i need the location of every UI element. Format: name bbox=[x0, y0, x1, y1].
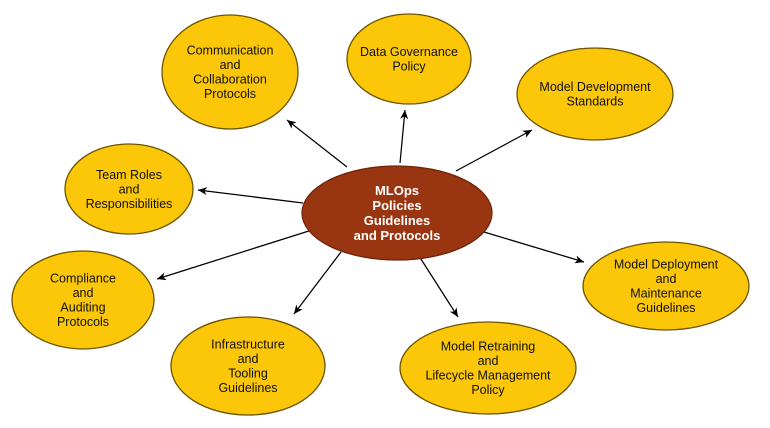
node-ellipse-model-development-standards bbox=[516, 47, 674, 141]
node-ellipse-compliance-and-auditing-protocols bbox=[11, 250, 155, 350]
node-ellipse-infrastructure-and-tooling-guidelines bbox=[170, 316, 326, 416]
arrow-team-roles-and-responsibilities bbox=[197, 187, 304, 204]
arrow-infrastructure-and-tooling-guidelines bbox=[293, 251, 342, 315]
arrow-compliance-and-auditing-protocols bbox=[156, 229, 313, 281]
arrow-communication-and-collaboration-protocols bbox=[286, 119, 348, 168]
arrow-model-retraining-and-lifecycle-management-policy bbox=[418, 255, 459, 318]
arrow-model-deployment-and-maintenance-guidelines bbox=[483, 231, 585, 264]
node-ellipse-communication-and-collaboration-protocols bbox=[161, 14, 299, 130]
arrow-data-governance-policy bbox=[399, 109, 409, 164]
node-ellipse-model-deployment-and-maintenance-guidelines bbox=[582, 241, 750, 331]
node-ellipse-mlops-policies-hub bbox=[301, 165, 493, 261]
arrow-model-development-standards bbox=[455, 129, 533, 172]
node-ellipse-data-governance-policy bbox=[346, 13, 472, 105]
node-ellipse-team-roles-and-responsibilities bbox=[64, 143, 194, 235]
node-ellipse-model-retraining-and-lifecycle-management-policy bbox=[399, 321, 577, 415]
